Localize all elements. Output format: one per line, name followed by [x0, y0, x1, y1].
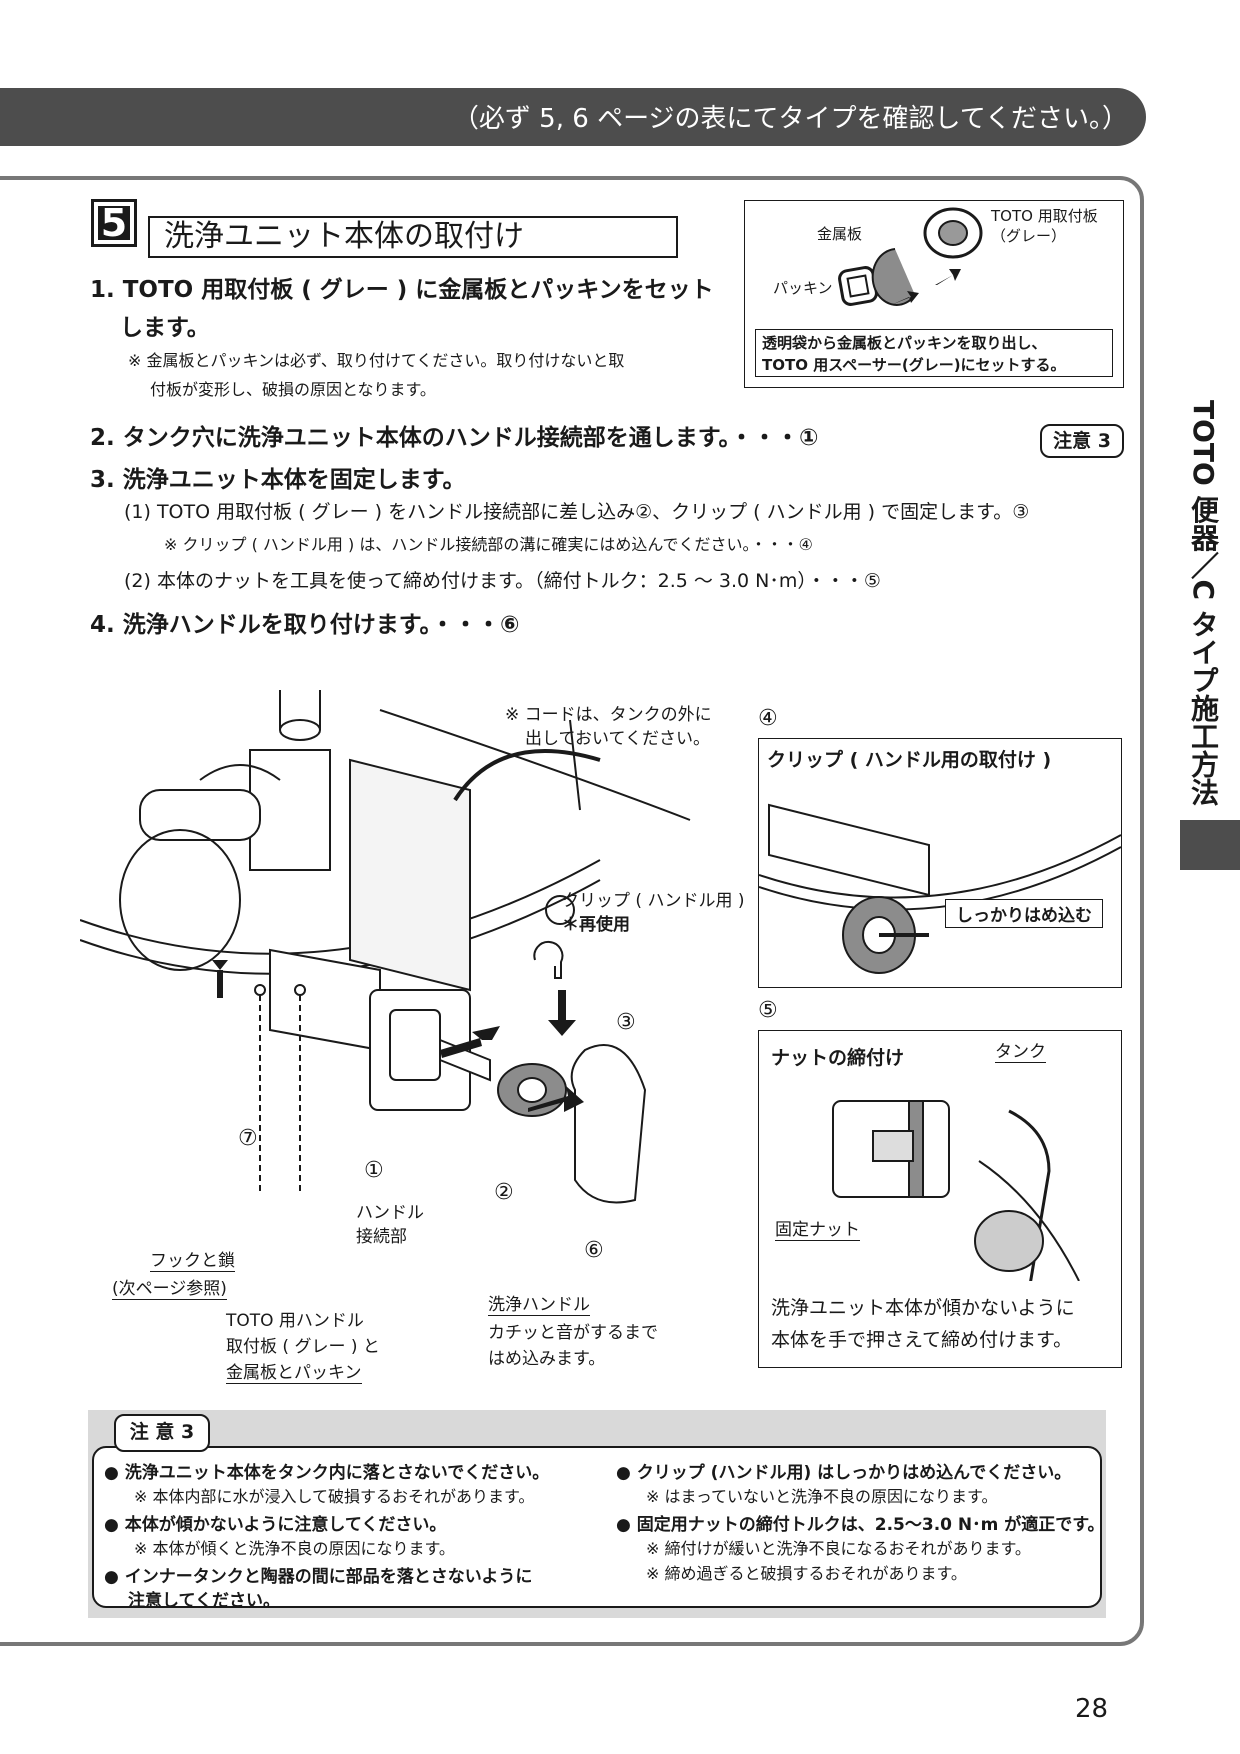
marker-3: ③ [616, 1010, 636, 1035]
installation-diagram [80, 690, 691, 1204]
detail-5-tank-label: タンク [995, 1037, 1046, 1063]
plate-label-1: TOTO 用ハンドル [226, 1311, 364, 1331]
notice-left-2-sub: ※ 本体が傾くと洗浄不良の原因になります。 [134, 1539, 455, 1558]
instruction-1: 1. TOTO 用取付板 ( グレー ) に金属板とパッキンをセット [90, 277, 714, 303]
plate-label-3: 金属板とパッキン [226, 1358, 362, 1384]
parts-illustration [838, 207, 983, 306]
content-frame [0, 176, 1144, 1646]
clip-label: クリップ ( ハンドル用 ) [562, 891, 745, 911]
marker-2: ② [494, 1180, 514, 1205]
label-plate-grey: （グレー） [991, 227, 1067, 245]
detail-5-box: ナットの締付け タンク 固定ナット 洗浄ユニット本体が傾かないように 本体を手で… [758, 1030, 1122, 1368]
plate-label-2: 取付板 ( グレー ) と [226, 1337, 380, 1357]
side-tab-text: TOTO 便器／C タイプ施工方法 [1187, 400, 1220, 806]
cord-note-2: 出しておいてください。 [525, 729, 710, 749]
marker-1: ① [364, 1158, 384, 1183]
detail-5-caption-2: 本体を手で押さえて締め付けます。 [771, 1329, 1073, 1351]
inset-parts: 金属板 パッキン TOTO 用取付板 （グレー） 透明袋から金属板とパッキンを取… [744, 200, 1124, 388]
label-metal-plate: 金属板 [817, 225, 863, 243]
detail-4-title: クリップ ( ハンドル用の取付け ) [767, 749, 1052, 771]
notice-label: 注 意 3 [114, 1414, 210, 1452]
notice-left-1: ● 洗浄ユニット本体をタンク内に落とさないでください。 [104, 1463, 550, 1483]
handle-label-1: 洗浄ハンドル [488, 1290, 590, 1316]
handle-connection-label-1: ハンドル [356, 1203, 424, 1223]
step-title: 洗浄ユニット本体の取付け [148, 216, 678, 258]
page-number: 28 [1075, 1694, 1109, 1724]
nut-detail-illustration [832, 1100, 1080, 1281]
hook-chain-label: フックと鎖 [150, 1246, 235, 1272]
notice-left-1-sub: ※ 本体内部に水が浸入して破損するおそれがあります。 [134, 1487, 535, 1506]
inset-caption-2: TOTO 用スペーサー(グレー)にセットする。 [762, 356, 1066, 374]
marker-7: ⑦ [238, 1126, 258, 1151]
detail-5-nut-label: 固定ナット [775, 1215, 860, 1241]
instruction-3-sub2: (2) 本体のナットを工具を使って締め付けます。（締付トルク：2.5 ～ 3.0… [124, 570, 881, 592]
label-plate: TOTO 用取付板 [991, 207, 1098, 225]
reuse-label: ＊再使用 [562, 915, 630, 935]
header-text: （必ず 5, 6 ページの表にてタイプを確認してください。） [452, 104, 1128, 134]
notice-box [92, 1446, 1102, 1608]
step-number: 5 [91, 199, 137, 247]
notice-right-2-sub: ※ 締付けが緩いと洗浄不良になるおそれがあります。 [646, 1539, 1031, 1558]
notice-right-1-sub: ※ はまっていないと洗浄不良の原因になります。 [646, 1487, 998, 1506]
cord-note-1: ※ コードは、タンクの外に [505, 705, 712, 725]
detail-4-number: ④ [758, 706, 778, 731]
detail-4-label: しっかりはめ込む [945, 899, 1103, 928]
handle-label-2: カチッと音がするまで [488, 1323, 658, 1343]
instruction-4: 4. 洗浄ハンドルを取り付けます。・・・⑥ [90, 612, 520, 638]
notice-right-1: ● クリップ (ハンドル用) はしっかりはめ込んでください。 [616, 1463, 1072, 1483]
detail-5-caption-1: 洗浄ユニット本体が傾かないように [771, 1297, 1075, 1319]
notice-left-3: ● インナータンクと陶器の間に部品を落とさないように [104, 1567, 533, 1587]
notice-right-2-sub2: ※ 締め過ぎると破損するおそれがあります。 [646, 1564, 967, 1583]
marker-6: ⑥ [584, 1238, 604, 1263]
instruction-2: 2. タンク穴に洗浄ユニット本体のハンドル接続部を通します。・・・① [90, 425, 819, 451]
instruction-1-note: ※ 金属板とパッキンは必ず、取り付けてください。取り付けないと取 [128, 351, 625, 370]
handle-label-3: はめ込みます。 [488, 1349, 606, 1369]
label-packing: パッキン [773, 279, 833, 297]
handle-connection-label-2: 接続部 [356, 1227, 407, 1247]
detail-5-title: ナットの締付け [771, 1047, 905, 1069]
instruction-1-note-cont: 付板が変形し、破損の原因となります。 [150, 380, 436, 399]
side-tab-marker [1180, 820, 1240, 870]
notice-left-3-sub: 注意してください。 [128, 1591, 280, 1611]
caution-tag: 注意 3 [1040, 424, 1124, 458]
clip-detail-illustration [759, 803, 1121, 974]
inset-caption-box: 透明袋から金属板とパッキンを取り出し、 TOTO 用スペーサー(グレー)にセット… [755, 329, 1113, 377]
detail-5-number: ⑤ [758, 998, 778, 1023]
instruction-3-note: ※ クリップ ( ハンドル用 ) は、ハンドル接続部の溝に確実にはめ込んでくださ… [164, 535, 813, 554]
detail-4-box: クリップ ( ハンドル用の取付け ) しっかりはめ込む [758, 738, 1122, 988]
header-bar: （必ず 5, 6 ページの表にてタイプを確認してください。） [0, 88, 1146, 146]
inset-caption-1: 透明袋から金属板とパッキンを取り出し、 [762, 334, 1047, 352]
instruction-1-cont: します。 [120, 315, 210, 341]
notice-left-2: ● 本体が傾かないように注意してください。 [104, 1515, 447, 1535]
instruction-3-sub1: (1) TOTO 用取付板 ( グレー ) をハンドル接続部に差し込み②、クリッ… [124, 501, 1030, 523]
hook-chain-ref: (次ページ参照) [112, 1274, 227, 1300]
instruction-3: 3. 洗浄ユニット本体を固定します。 [90, 467, 466, 493]
notice-right-2: ● 固定用ナットの締付トルクは、2.5～3.0 N･m が適正です。 [616, 1515, 1105, 1535]
